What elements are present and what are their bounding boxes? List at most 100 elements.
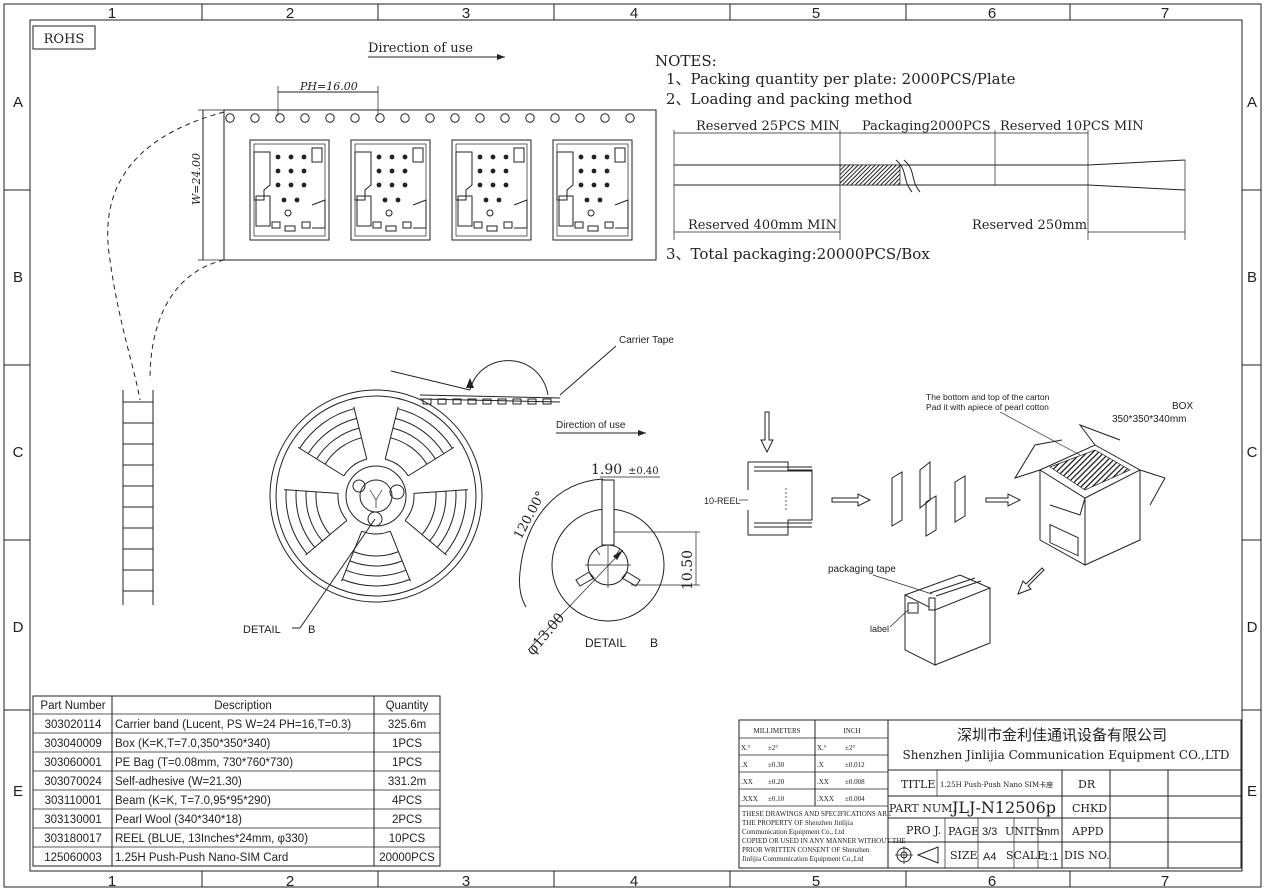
tape-pocket xyxy=(249,139,330,241)
col-label-7: 7 xyxy=(1161,5,1169,22)
bom-part-number: 303040009 xyxy=(44,738,102,750)
reserved-25-label: Reserved 25PCS MIN xyxy=(696,119,840,134)
sprocket-hole xyxy=(475,113,485,123)
sprocket-hole xyxy=(225,113,235,123)
bom-description: REEL (BLUE, 13Inches*24mm, φ330) xyxy=(115,833,308,845)
sprocket-hole xyxy=(250,113,260,123)
bom-part-number: 303060001 xyxy=(44,757,102,769)
bom-description: Pearl Wool (340*340*18) xyxy=(115,814,242,826)
bom-quantity: 20000PCS xyxy=(379,852,435,864)
disclaimer-line: THESE DRAWINGS AND SPECIFICATIONS ARE xyxy=(742,810,891,818)
chkd-label: CHKD xyxy=(1072,802,1107,815)
tolerance-row: .XXX±0.10.XXX±0.004 xyxy=(741,795,865,803)
detail-b-leader-letter: B xyxy=(308,624,315,636)
col-label-5: 5 xyxy=(812,5,820,22)
size-value: A4 xyxy=(983,851,996,863)
tol-in-precision: .XXX xyxy=(817,795,834,803)
col-label-7b: 7 xyxy=(1161,873,1169,890)
bom-quantity: 4PCS xyxy=(392,795,422,807)
bom-description: Self-adhesive (W=21.30) xyxy=(115,776,242,788)
sprocket-hole xyxy=(350,113,360,123)
disclaimer-line: Jinlijia Communication Equipment Co.,Ltd xyxy=(742,855,864,863)
loading-diagram: Reserved 25PCS MIN Packaging2000PCS Rese… xyxy=(673,119,1186,240)
bom-description: 1.25H Push-Push Nano-SIM Card xyxy=(115,852,288,864)
box-flow: 10-REEL The bottom and top of the carton… xyxy=(704,392,1193,666)
bom-quantity: 1PCS xyxy=(392,738,422,750)
tol-in-value: ±0.004 xyxy=(845,795,865,803)
row-label-a: A xyxy=(13,94,23,111)
bom-part-number: 303110001 xyxy=(45,795,102,807)
carrier-tape-label: Carrier Tape xyxy=(619,335,674,346)
sprocket-hole xyxy=(450,113,460,123)
carrier-tape-view: Direction of use PH=16.00 W=24.00 xyxy=(107,41,657,605)
tol-in-precision: X.° xyxy=(817,744,827,752)
disclaimer-line: PRIOR WRITTEN CONSENT OF Shenzhen xyxy=(742,846,870,854)
title-label: TITLE xyxy=(901,778,935,791)
row-label-c-right: C xyxy=(1247,444,1258,461)
disclaimer-line: THE PROPERTY OF Shenzhen Jinlijia xyxy=(742,819,854,827)
reserved-400-label: Reserved 400mm MIN xyxy=(688,218,837,233)
label-label: label xyxy=(870,624,889,634)
row-label-d: D xyxy=(13,619,24,636)
reel-tape-pockets xyxy=(422,398,552,405)
bom-part-number: 125060003 xyxy=(44,852,102,864)
sprocket-hole xyxy=(400,113,410,123)
dis-no-label: DIS NO. xyxy=(1064,849,1110,862)
tape-pocket xyxy=(451,139,532,241)
note-3: 3、Total packaging:20000PCS/Box xyxy=(666,245,930,263)
sprocket-holes xyxy=(225,113,635,123)
col-label-3b: 3 xyxy=(462,873,470,890)
bom-row: 303040009 Box (K=K,T=7.0,350*350*340) 1PCS xyxy=(44,738,422,750)
sheet-border: 1 2 3 4 5 6 7 1 2 3 4 5 6 7 A B C D E A … xyxy=(3,3,1262,890)
tol-in-precision: .XX xyxy=(817,778,829,786)
bom-description: Box (K=K,T=7.0,350*350*340) xyxy=(115,738,271,750)
tol-in-value: ±0.012 xyxy=(845,761,865,769)
reel-direction-label: Direction of use xyxy=(556,420,626,431)
col-label-2b: 2 xyxy=(286,873,294,890)
bom-header-quantity: Quantity xyxy=(386,700,429,712)
dim-10-50: 10.50 xyxy=(680,550,696,590)
scale-label: SCALE xyxy=(1006,849,1045,862)
col-label-6b: 6 xyxy=(988,873,996,890)
tol-mm-precision: .X xyxy=(741,761,748,769)
carton-note-line1: The bottom and top of the carton xyxy=(926,392,1050,402)
notes-title: NOTES: xyxy=(655,52,717,70)
title-block: MILLIMETERS INCH X.°±2°X.°±2°.X±0.30.X±0… xyxy=(738,719,1242,869)
col-label-4b: 4 xyxy=(630,873,638,890)
part-num-value: JLJ-N12506p xyxy=(950,798,1056,817)
tol-mm-header: MILLIMETERS xyxy=(753,727,800,735)
sprocket-hole xyxy=(575,113,585,123)
col-label-1: 1 xyxy=(108,5,116,22)
row-label-e-right: E xyxy=(1247,783,1257,800)
title-value: 1.25H Push-Push Nano SIM卡座 xyxy=(940,780,1053,789)
bom-quantity: 2PCS xyxy=(392,814,422,826)
bom-row: 125060003 1.25H Push-Push Nano-SIM Card 20… xyxy=(44,852,435,864)
tol-mm-precision: X.° xyxy=(741,744,751,752)
bom-quantity: 10PCS xyxy=(389,833,426,845)
part-num-label: PART NUM. xyxy=(889,802,956,815)
tolerance-row: .XX±0.20.XX±0.008 xyxy=(741,778,865,786)
rohs-box: ROHS xyxy=(32,25,96,50)
sealed-carton xyxy=(903,574,992,666)
sprocket-hole xyxy=(550,113,560,123)
units-label: UNITS xyxy=(1005,825,1043,838)
page-value: 3/3 xyxy=(982,826,997,838)
reel-view: Carrier Tape Direction of use DETAIL B xyxy=(243,335,700,659)
appd-label: APPD xyxy=(1071,825,1104,838)
tol-in-precision: .X xyxy=(817,761,824,769)
col-label-3: 3 xyxy=(462,5,470,22)
open-carton xyxy=(1013,423,1166,566)
col-label-5b: 5 xyxy=(812,873,820,890)
col-label-4: 4 xyxy=(630,5,638,22)
col-label-6: 6 xyxy=(988,5,996,22)
tol-in-header: INCH xyxy=(843,727,860,735)
tol-mm-precision: .XXX xyxy=(741,795,758,803)
tol-in-value: ±0.008 xyxy=(845,778,865,786)
note-1: 1、Packing quantity per plate: 2000PCS/Pl… xyxy=(666,70,1016,88)
bom-part-number: 303070024 xyxy=(44,776,102,788)
bom-quantity: 1PCS xyxy=(392,757,422,769)
